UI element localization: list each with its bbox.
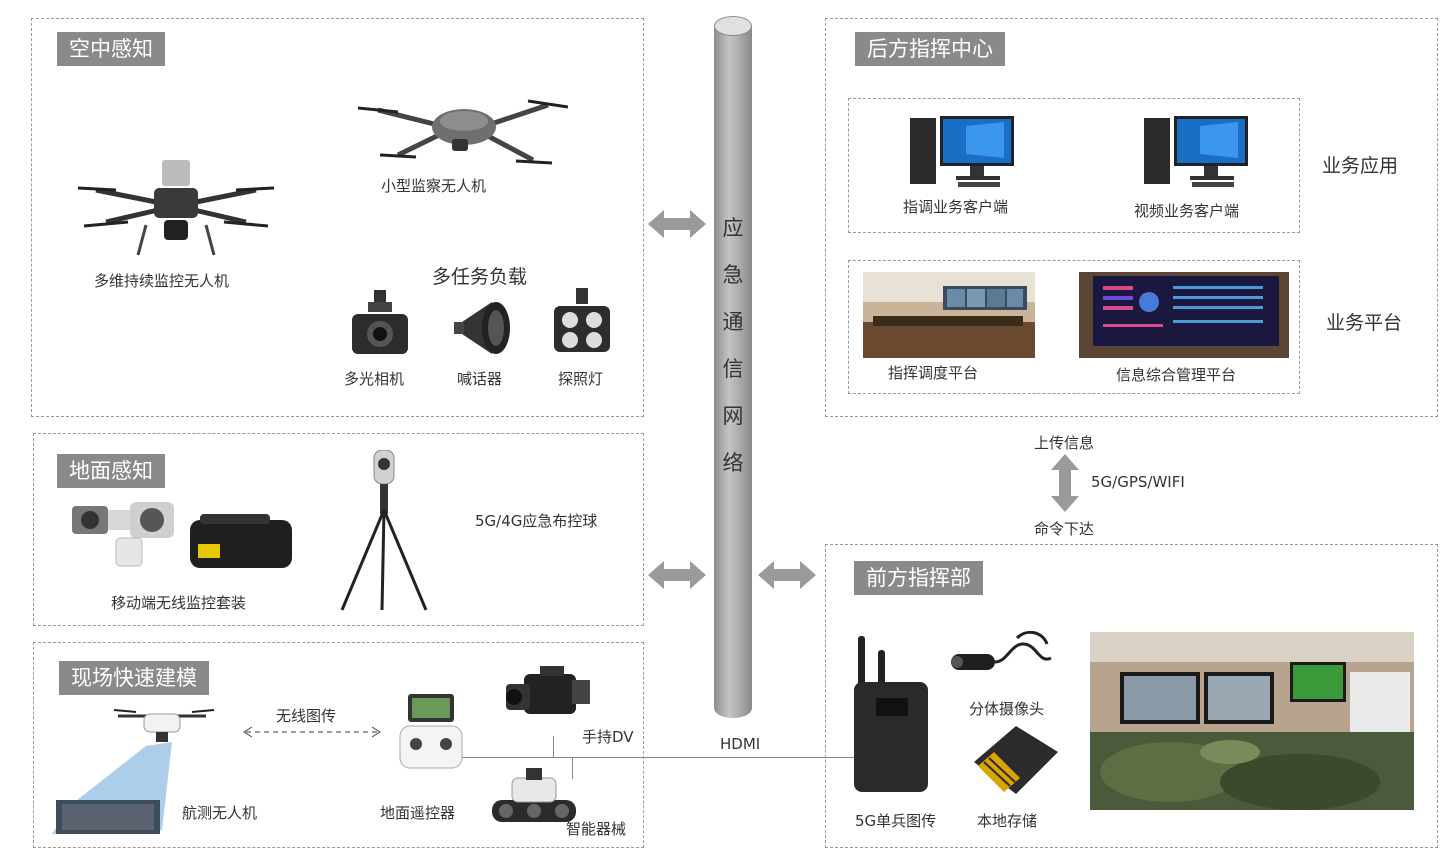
- video-client-label: 视频业务客户端: [1134, 202, 1240, 220]
- wireless-kit-case-icon: [190, 514, 292, 568]
- ground-network-arrow-icon: [648, 561, 706, 589]
- hdmi-label: HDMI: [720, 735, 761, 753]
- 5g-transmitter-icon: [854, 636, 928, 792]
- split-camera-icon: [951, 630, 1052, 670]
- video-client-computer-icon: [1144, 116, 1248, 187]
- network-char: 通: [722, 310, 744, 334]
- dispatch-platform-label: 指挥调度平台: [888, 364, 979, 382]
- handheld-dv-label: 手持DV: [582, 728, 634, 746]
- small-drone-image: [358, 99, 568, 165]
- payload-label-speaker: 喊话器: [457, 370, 503, 388]
- protocol-label: 5G/GPS/WIFI: [1091, 473, 1185, 491]
- dispatch-client-computer-icon: [910, 116, 1014, 187]
- air-perception-panel: 空中感知: [31, 18, 644, 417]
- local-storage-label: 本地存储: [977, 812, 1038, 830]
- business-app-label: 业务应用: [1322, 155, 1399, 177]
- ground-remote-controller-icon: [399, 694, 463, 769]
- rapid-modeling-title: 现场快速建模: [59, 661, 209, 695]
- control-ball-label: 5G/4G应急布控球: [475, 512, 598, 530]
- business-platform-label: 业务平台: [1326, 312, 1403, 334]
- payload-label-searchlight: 探照灯: [558, 370, 604, 388]
- smart-robot-label: 智能器械: [566, 820, 627, 838]
- ptz-camera-icon: [72, 502, 174, 567]
- rear-command-center-title: 后方指挥中心: [855, 32, 1005, 66]
- multispectral-camera-icon: [352, 290, 408, 354]
- upload-info-label: 上传信息: [1034, 434, 1095, 452]
- large-drone-label: 多维持续监控无人机: [94, 272, 230, 290]
- command-vehicle-interior-photo: [1090, 632, 1414, 810]
- front-command-post-title: 前方指挥部: [854, 561, 983, 595]
- info-management-platform-label: 信息综合管理平台: [1116, 366, 1237, 384]
- business-platform-box: [848, 260, 1300, 394]
- loudspeaker-icon: [454, 302, 510, 354]
- wireless-arrow: [242, 726, 382, 738]
- command-issue-label: 命令下达: [1034, 520, 1095, 538]
- network-char: 急: [722, 263, 744, 287]
- survey-drone-label: 航测无人机: [182, 804, 258, 822]
- network-char: 络: [722, 451, 744, 475]
- ground-perception-panel: 地面感知: [33, 433, 644, 626]
- dispatch-platform-photo: [863, 272, 1035, 358]
- large-drone-image: [77, 160, 275, 256]
- small-drone-label: 小型监察无人机: [381, 177, 487, 195]
- rapid-modeling-panel: 现场快速建模: [33, 642, 644, 848]
- network-char: 信: [722, 357, 744, 381]
- ground-perception-title: 地面感知: [57, 454, 165, 488]
- control-ball-tripod-icon: [340, 450, 428, 611]
- info-management-platform-photo: [1079, 272, 1289, 358]
- payload-label-camera: 多光相机: [344, 370, 405, 388]
- front-network-arrow-icon: [758, 561, 816, 589]
- robot-connector-line: [572, 757, 573, 779]
- dv-connector-line: [553, 736, 554, 757]
- survey-drone-image: [52, 709, 215, 834]
- air-perception-title: 空中感知: [57, 32, 165, 66]
- front-command-post-panel: 前方指挥部: [825, 544, 1438, 848]
- emergency-network-pipe: [714, 18, 752, 718]
- sd-card-icon: [974, 726, 1058, 794]
- hdmi-connector-line: [462, 757, 856, 758]
- ground-remote-label: 地面遥控器: [380, 804, 456, 822]
- network-char: 应: [722, 216, 744, 240]
- 5g-transmitter-label: 5G单兵图传: [855, 812, 937, 830]
- split-camera-label: 分体摄像头: [969, 700, 1045, 718]
- searchlight-icon: [554, 288, 610, 352]
- rear-command-center-panel: 后方指挥中心: [825, 18, 1438, 417]
- wireless-kit-label: 移动端无线监控套装: [111, 594, 247, 612]
- handheld-dv-icon: [506, 666, 590, 714]
- payload-title: 多任务负载: [432, 266, 528, 288]
- network-char: 网: [722, 404, 744, 428]
- dispatch-client-label: 指调业务客户端: [903, 198, 1009, 216]
- network-pipe-top: [714, 16, 752, 36]
- business-app-box: [848, 98, 1300, 233]
- vertical-double-arrow-icon: [1051, 454, 1079, 512]
- smart-robot-icon: [492, 768, 576, 822]
- wireless-transmission-label: 无线图传: [276, 707, 337, 725]
- air-network-arrow-icon: [648, 210, 706, 238]
